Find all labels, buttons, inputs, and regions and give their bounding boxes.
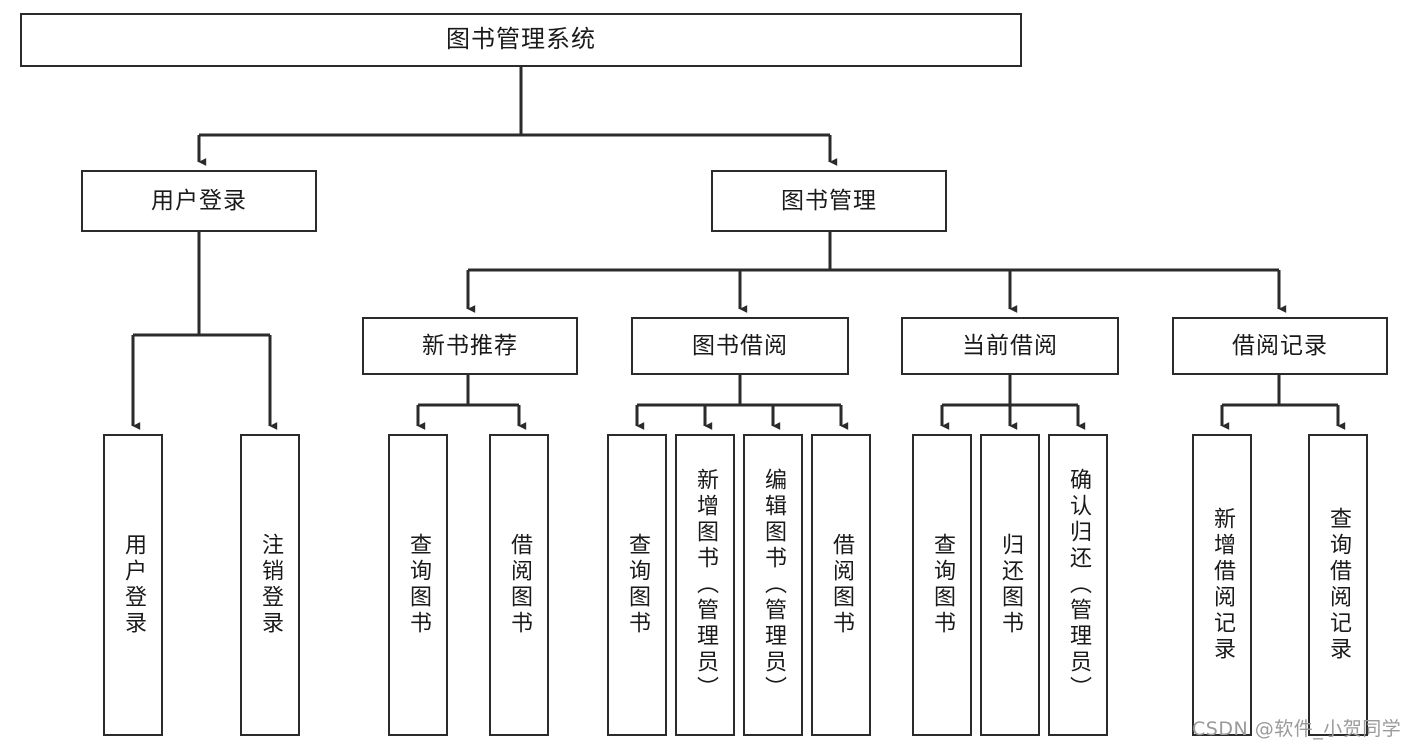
leaf-borrow-book-2-label: 借阅图书: [829, 533, 854, 637]
node-user-login[interactable]: 用户登录: [81, 170, 317, 232]
node-current-borrow[interactable]: 当前借阅: [901, 317, 1119, 375]
leaf-query-book-1-label: 查询图书: [406, 533, 431, 637]
node-user-login-label: 用户登录: [151, 187, 247, 214]
leaf-query-book-2-label: 查询图书: [625, 533, 650, 637]
node-book-borrow-label: 图书借阅: [692, 332, 788, 359]
node-borrow-record[interactable]: 借阅记录: [1172, 317, 1388, 375]
leaf-user-logout-label: 注销登录: [258, 533, 283, 637]
leaf-query-book-3-label: 查询图书: [930, 533, 955, 637]
node-new-book-recommend-label: 新书推荐: [422, 332, 518, 359]
node-borrow-record-label: 借阅记录: [1232, 332, 1328, 359]
leaf-edit-book-label: 编辑图书（管理员）: [761, 468, 786, 702]
leaf-add-record[interactable]: 新增借阅记录: [1192, 434, 1252, 736]
node-book-manage-label: 图书管理: [781, 187, 877, 214]
leaf-add-book[interactable]: 新增图书（管理员）: [675, 434, 735, 736]
leaf-query-record[interactable]: 查询借阅记录: [1308, 434, 1368, 736]
leaf-query-book-2[interactable]: 查询图书: [607, 434, 667, 736]
node-root[interactable]: 图书管理系统: [20, 13, 1022, 67]
leaf-borrow-book-1[interactable]: 借阅图书: [489, 434, 549, 736]
leaf-user-login-label: 用户登录: [121, 533, 146, 637]
leaf-confirm-return-label: 确认归还（管理员）: [1066, 468, 1091, 702]
node-book-manage[interactable]: 图书管理: [711, 170, 947, 232]
watermark: CSDN @软件_小贺同学: [1192, 718, 1402, 740]
node-root-label: 图书管理系统: [446, 25, 596, 54]
leaf-query-book-3[interactable]: 查询图书: [912, 434, 972, 736]
leaf-query-record-label: 查询借阅记录: [1326, 507, 1351, 663]
leaf-borrow-book-1-label: 借阅图书: [507, 533, 532, 637]
leaf-confirm-return[interactable]: 确认归还（管理员）: [1048, 434, 1108, 736]
leaf-query-book-1[interactable]: 查询图书: [388, 434, 448, 736]
leaf-borrow-book-2[interactable]: 借阅图书: [811, 434, 871, 736]
leaf-user-login[interactable]: 用户登录: [103, 434, 163, 736]
node-book-borrow[interactable]: 图书借阅: [631, 317, 849, 375]
node-current-borrow-label: 当前借阅: [962, 332, 1058, 359]
leaf-edit-book[interactable]: 编辑图书（管理员）: [743, 434, 803, 736]
leaf-return-book[interactable]: 归还图书: [980, 434, 1040, 736]
leaf-add-record-label: 新增借阅记录: [1210, 507, 1235, 663]
node-new-book-recommend[interactable]: 新书推荐: [362, 317, 578, 375]
leaf-return-book-label: 归还图书: [998, 533, 1023, 637]
leaf-user-logout[interactable]: 注销登录: [240, 434, 300, 736]
leaf-add-book-label: 新增图书（管理员）: [693, 468, 718, 702]
